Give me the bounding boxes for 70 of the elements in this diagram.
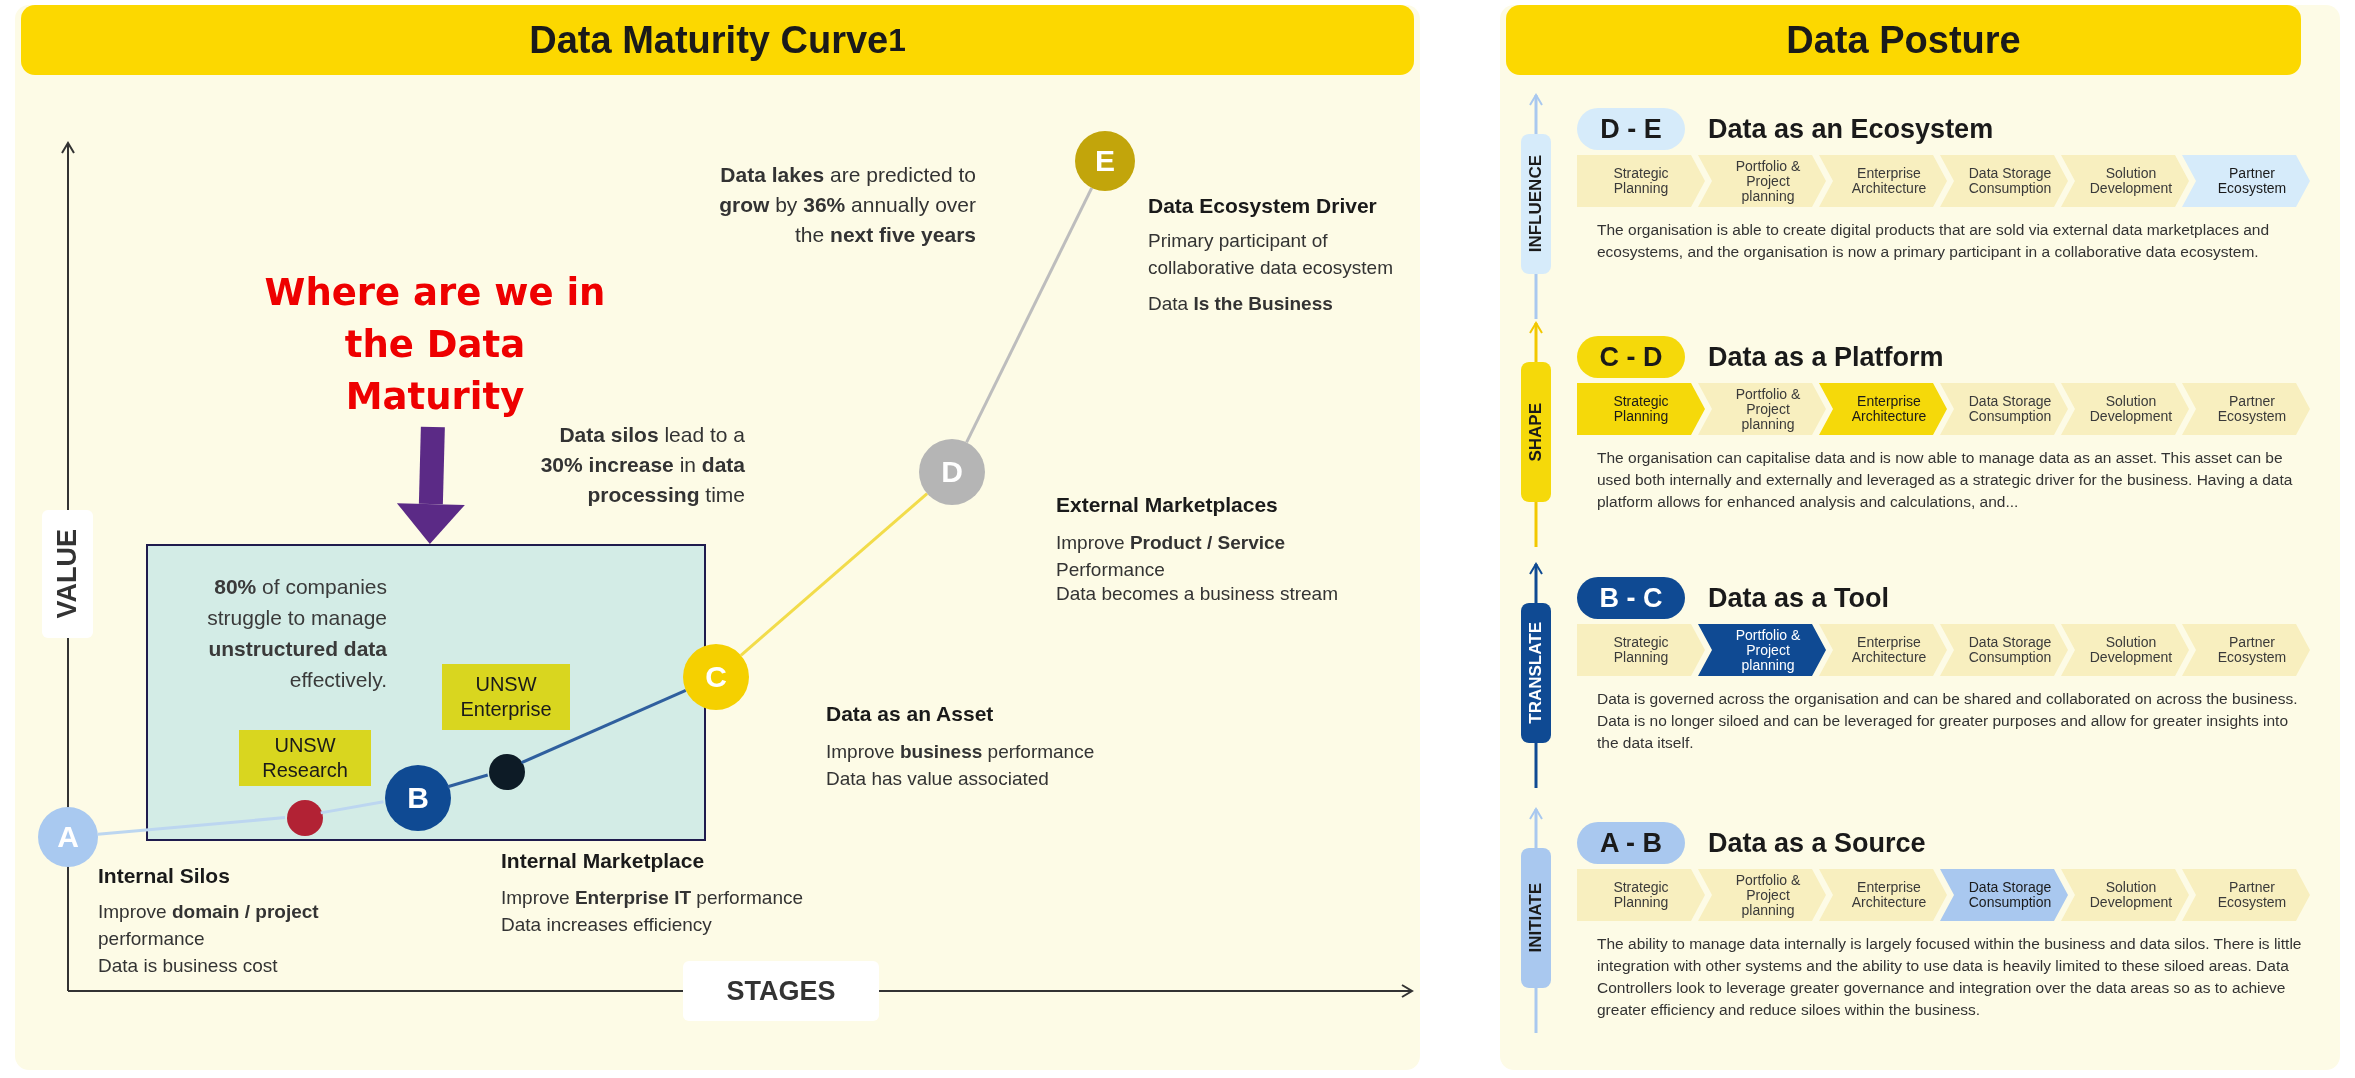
- chevron-step: Partner Ecosystem: [2182, 624, 2310, 676]
- stage-description: Data is business cost: [98, 954, 279, 978]
- chevron-step: Enterprise Architecture: [1819, 155, 1947, 207]
- panel-header: Data Posture: [1506, 5, 2301, 75]
- stage-pill: C - D: [1577, 336, 1685, 378]
- chevron-step: Portfolio & Project planning: [1698, 155, 1826, 207]
- row-heading: Data as a Source: [1708, 827, 1927, 860]
- chevron-step: Data Storage Consumption: [1940, 155, 2068, 207]
- stage-description: The organisation is able to create digital products that are sold via external data marketplaces and ecosystems, and the organisation is now a primary participant in a collaborative data ecosystem.: [1597, 220, 2271, 262]
- chevron-step: Data Storage Consumption: [1940, 869, 2068, 921]
- stage-description: The organisation can capitalise data and is now able to manage data as an asset. This asset can be used both internally and externally and leveraged as a strategic driver for the business. Having a data platform allows for enhanced analysis and calculations, and...: [1597, 448, 2294, 512]
- stage-description: Improve Product / Service Performance: [1056, 531, 1287, 582]
- stage-marker: D: [919, 439, 985, 505]
- stage-title: Data Ecosystem Driver: [1148, 193, 1378, 219]
- chevron-step: Portfolio & Project planning: [1698, 383, 1826, 435]
- chevron-step: Solution Development: [2061, 155, 2189, 207]
- axis-label: STAGES: [683, 961, 879, 1021]
- stage-marker: B: [385, 765, 451, 831]
- chevron-step: Enterprise Architecture: [1819, 624, 1947, 676]
- stage-pill: A - B: [1577, 822, 1685, 864]
- chevron-step: Strategic Planning: [1577, 383, 1705, 435]
- row-heading: Data as an Ecosystem: [1708, 113, 1995, 146]
- side-label: INFLUENCE: [1521, 134, 1551, 274]
- chevron-step: Partner Ecosystem: [2182, 383, 2310, 435]
- chevron-step: Solution Development: [2061, 869, 2189, 921]
- tag-label: UNSW Research: [239, 730, 371, 786]
- fact-note: Data lakes are predicted to grow by 36% annually over the next five years: [718, 162, 976, 248]
- chevron-step: Partner Ecosystem: [2182, 869, 2310, 921]
- milestone-dot: [287, 800, 323, 836]
- stage-description: The ability to manage data internally is largely focused within the business and data silos. There is little integration with other systems and the ability to use data is heavily limited to these siloed areas. Data Controllers look to leverage greater governance and integration over the data areas so as to achieve greater efficiency and reduce siloes within the business.: [1597, 934, 2303, 1020]
- stage-marker: E: [1075, 131, 1135, 191]
- stage-pill: B - C: [1577, 577, 1685, 619]
- chevron-step: Strategic Planning: [1577, 869, 1705, 921]
- stage-title: Data as an Asset: [826, 701, 995, 727]
- chevron-step: Enterprise Architecture: [1819, 869, 1947, 921]
- statistic-text: 80% of companies struggle to manage unstructured data effectively.: [206, 574, 387, 693]
- stage-title: Internal Silos: [98, 863, 231, 889]
- stage-description: Data has value associated: [826, 767, 1050, 791]
- row-heading: Data as a Tool: [1708, 582, 1891, 615]
- stage-description: Data increases efficiency: [501, 913, 713, 937]
- row-heading: Data as a Platform: [1708, 341, 1945, 374]
- chevron-step: Strategic Planning: [1577, 624, 1705, 676]
- stage-description: Improve business performance: [826, 740, 1096, 764]
- chevron-step: Strategic Planning: [1577, 155, 1705, 207]
- stage-description: Data Is the Business: [1148, 292, 1334, 316]
- chevron-step: Enterprise Architecture: [1819, 383, 1947, 435]
- stage-description: Data becomes a business stream: [1056, 582, 1339, 606]
- stage-pill: D - E: [1577, 108, 1685, 150]
- panel-background: [15, 5, 1420, 1070]
- chevron-step: Solution Development: [2061, 383, 2189, 435]
- side-label: SHAPE: [1521, 362, 1551, 502]
- chevron-step: Partner Ecosystem: [2182, 155, 2310, 207]
- chevron-step: Data Storage Consumption: [1940, 624, 2068, 676]
- chevron-step: Solution Development: [2061, 624, 2189, 676]
- stage-description: Improve domain / project performance: [98, 900, 320, 951]
- stage-title: Internal Marketplace: [501, 848, 706, 874]
- stage-title: External Marketplaces: [1056, 492, 1279, 518]
- stage-marker: A: [38, 807, 98, 867]
- stage-description: Data is governed across the organisation and can be shared and collaborated on across the business. Data is no longer siloed and can be leveraged for greater purposes and allow for greater insights into the data itself.: [1597, 689, 2299, 753]
- chevron-step: Portfolio & Project planning: [1698, 869, 1826, 921]
- chevron-step: Portfolio & Project planning: [1698, 624, 1826, 676]
- stage-description: Improve Enterprise IT performance: [501, 886, 805, 910]
- side-label: TRANSLATE: [1521, 603, 1551, 743]
- side-label: INITIATE: [1521, 848, 1551, 988]
- panel-background: [1500, 5, 2340, 1070]
- milestone-dot: [489, 754, 525, 790]
- stage-description: Primary participant of collaborative data ecosystem: [1148, 229, 1394, 280]
- axis-label: VALUE: [42, 510, 93, 638]
- chevron-step: Data Storage Consumption: [1940, 383, 2068, 435]
- tag-label: UNSW Enterprise: [442, 664, 570, 730]
